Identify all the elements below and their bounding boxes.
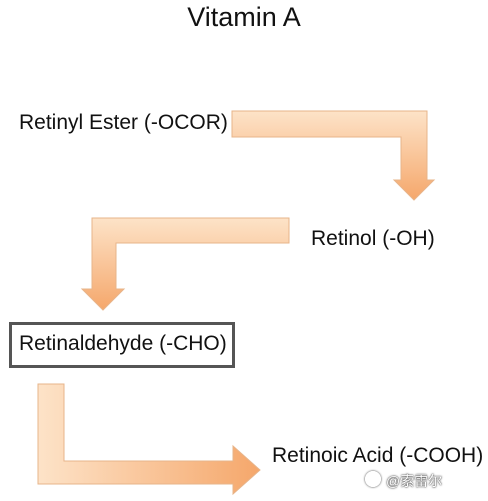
bent-arrow-retinol-to-retinaldehyde [80,217,290,311]
label-retinyl-ester: Retinyl Ester (-OCOR) [19,111,228,134]
label-retinaldehyde: Retinaldehyde (-CHO) [19,332,227,355]
bent-arrow-retinaldehyde-to-retinoic-acid [37,383,261,496]
diagram-title: Vitamin A [187,2,301,32]
watermark-icon [365,471,381,487]
watermark-text: @索雷尔 [386,473,443,489]
retinaldehyde-highlight-box [9,322,235,368]
label-retinol: Retinol (-OH) [311,227,435,250]
label-retinoic-acid: Retinoic Acid (-COOH) [272,444,484,467]
bent-arrow-ester-to-retinol [231,110,436,201]
